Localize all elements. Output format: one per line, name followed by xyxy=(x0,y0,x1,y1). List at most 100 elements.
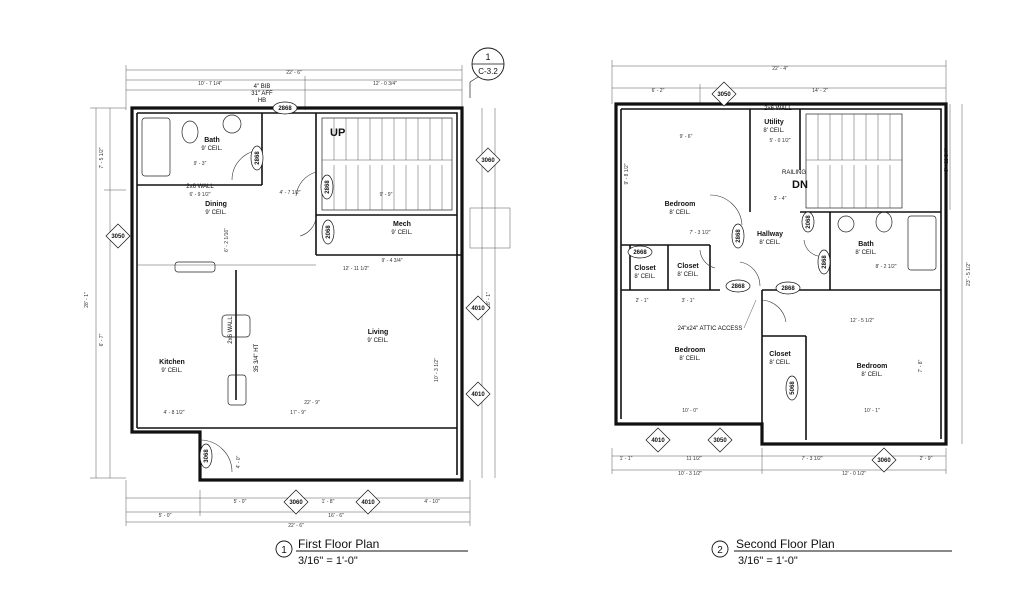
dim-2f-bed-sw-width: 10' - 0" xyxy=(682,408,698,414)
dining-table xyxy=(221,314,251,338)
second-floor-notes: 2x6 WALL RAILING 24"x24" ATTIC ACCESS xyxy=(678,106,807,332)
second-floor-doors xyxy=(699,194,819,323)
note-2f-attic-access: 24"x24" ATTIC ACCESS xyxy=(678,326,743,332)
room-2f-utility-name: Utility xyxy=(764,119,784,126)
dim-living-depth: 10' - 3 1/2" xyxy=(434,358,440,382)
tag-2f-door-c: 2868 xyxy=(725,279,751,293)
first-floor-title-text: First Floor Plan xyxy=(298,537,379,551)
room-2f-closet-a-ceiling: 8' CEIL. xyxy=(634,274,655,280)
dim-right-overall: 28' - 1" xyxy=(486,292,492,308)
kitchen-island xyxy=(174,261,216,273)
second-floor-exterior-walls xyxy=(614,102,948,446)
lavatory-2f xyxy=(837,215,855,233)
room-living-name: Living xyxy=(368,329,389,336)
note-bib: 4" BIB xyxy=(254,84,271,90)
callout-sheet: C-3.2 xyxy=(478,67,498,76)
room-living-ceiling: 9' CEIL. xyxy=(367,338,388,344)
dim-overall-bottom: 22' - 6" xyxy=(288,523,304,529)
svg-text:5068: 5068 xyxy=(790,381,796,395)
bathtub xyxy=(141,117,171,177)
dim-left-top: 7' - 5 1/2" xyxy=(99,147,105,168)
note-hb: HB xyxy=(258,98,266,104)
room-bath-ceiling: 9' CEIL. xyxy=(201,146,222,152)
second-floor-stair: DN xyxy=(792,113,903,209)
room-kitchen-ceiling: 9' CEIL. xyxy=(161,368,182,374)
first-floor-right-dimensions: 28' - 1" xyxy=(481,108,496,478)
svg-text:2868: 2868 xyxy=(822,255,828,269)
second-floor-bottom-dimensions: 1' - 1" 11 1/2" 7' - 3 1/2" 2' - 9" 10' … xyxy=(611,448,947,477)
room-2f-bedroom-nw-ceiling: 8' CEIL. xyxy=(669,210,690,216)
first-floor-fixtures xyxy=(141,114,511,406)
second-floor-room-labels: Bedroom 8' CEIL. Utility 8' CEIL. Hallwa… xyxy=(634,119,887,378)
dim-dining-depth: 6' - 2 1/16" xyxy=(224,228,230,252)
dim-2f-bottom-c: 7' - 3 1/2" xyxy=(801,456,822,462)
room-2f-hallway-name: Hallway xyxy=(757,231,783,238)
room-2f-closet-b-name: Closet xyxy=(677,263,699,270)
first-floor-tags: 2868 2868 2868 2068 3068 3050 xyxy=(105,101,501,515)
note-counter-height: 35 3/4" HT xyxy=(254,343,260,372)
tag-2f-door-e: 2868 xyxy=(817,249,831,275)
svg-text:2068: 2068 xyxy=(806,215,812,229)
second-floor-top-dimensions: 22' - 4" 6' - 2" 14' - 2" xyxy=(611,60,947,104)
tag-2f-door-a: 2668 xyxy=(627,245,653,259)
dim-left-overall: 28' - 1" xyxy=(84,292,90,308)
bathtub-2f xyxy=(907,215,937,271)
second-floor-tags: 3050 2668 2868 2868 2868 2868 xyxy=(627,81,897,473)
note-2x6-wall: 2x6 WALL xyxy=(186,184,214,190)
second-floor-title-text: Second Floor Plan xyxy=(736,537,835,551)
first-floor-top-dimensions: 22' - 6" 10' - 7 1/4" 12' - 0 3/4" xyxy=(125,65,463,110)
room-2f-closet-c-ceiling: 8' CEIL. xyxy=(769,360,790,366)
dim-top-right: 12' - 0 3/4" xyxy=(373,81,397,87)
stair-up-label: UP xyxy=(330,127,345,139)
dim-entry-depth: 4' - 0" xyxy=(236,455,242,468)
room-2f-hallway-ceiling: 8' CEIL. xyxy=(759,240,780,246)
dim-2f-overall-top: 22' - 4" xyxy=(772,66,788,72)
svg-text:2868: 2868 xyxy=(731,284,745,290)
dim-2f-bottom-right: 12' - 0 1/2" xyxy=(842,471,866,477)
first-floor-notes: 4" BIB 31" AFF HB 2x6 WALL 2x6 WALL 35 3… xyxy=(186,84,273,372)
svg-text:4010: 4010 xyxy=(471,306,485,312)
tag-2f-window-sw-2: 3050 xyxy=(707,427,733,453)
room-2f-bedroom-sw-ceiling: 8' CEIL. xyxy=(679,356,700,362)
tag-window-south-2: 4010 xyxy=(355,489,381,515)
tag-window-south-1: 3060 xyxy=(283,489,309,515)
tag-door-mech: 2868 xyxy=(320,174,334,200)
tag-door-stair: 2068 xyxy=(321,219,335,245)
room-2f-bedroom-se-name: Bedroom xyxy=(857,363,888,370)
tag-window-east-1: 4010 xyxy=(465,295,491,321)
svg-text:3060: 3060 xyxy=(877,458,891,464)
dim-2f-closet-depth-2: 3' - 1" xyxy=(682,298,695,304)
dim-top-left: 10' - 7 1/4" xyxy=(198,81,222,87)
dim-2f-hall-width: 7' - 3 1/2" xyxy=(689,230,710,236)
svg-text:3050: 3050 xyxy=(111,234,125,240)
svg-text:3050: 3050 xyxy=(717,92,731,98)
dim-living-width: 12' - 11 1/2" xyxy=(343,266,369,272)
dim-2f-bottom-a: 1' - 1" xyxy=(620,456,633,462)
callout-number: 1 xyxy=(485,52,490,62)
tag-2f-door-d: 2868 xyxy=(775,281,801,295)
dim-2f-top-left: 6' - 2" xyxy=(652,88,665,94)
dim-2f-bottom-d: 2' - 9" xyxy=(920,456,933,462)
room-2f-bath-ceiling: 8' CEIL. xyxy=(855,250,876,256)
dim-overall-top: 22' - 6" xyxy=(286,70,302,76)
tag-2f-window-se: 3060 xyxy=(871,447,897,473)
tag-door-top: 2868 xyxy=(272,101,298,115)
dim-2f-top-right: 14' - 2" xyxy=(812,88,828,94)
kitchen-appliance xyxy=(227,374,247,406)
svg-text:4010: 4010 xyxy=(471,392,485,398)
tag-2f-door-b: 2868 xyxy=(731,223,745,249)
second-floor-plan: 22' - 4" 6' - 2" 14' - 2" 23' - 5 1/2" 9… xyxy=(611,60,972,567)
dim-bottom-a: 5' - 0" xyxy=(234,499,247,505)
dim-2f-bottom-left: 10' - 3 1/2" xyxy=(678,471,702,477)
room-2f-bedroom-se-ceiling: 8' CEIL. xyxy=(861,372,882,378)
dim-2f-bottom-b: 11 1/2" xyxy=(686,456,702,462)
dim-mech-width: 9' - 4 3/4" xyxy=(381,258,402,264)
second-floor-right-dimensions: 23' - 5 1/2" 9' - 11 3/4" xyxy=(944,104,972,444)
svg-text:2668: 2668 xyxy=(633,250,647,256)
room-dining-name: Dining xyxy=(205,201,227,208)
dim-kitchen-depth: 4' - 8 1/2" xyxy=(163,410,184,416)
dim-bath-depth: 9' - 3" xyxy=(194,161,207,167)
dim-bath-width: 6' - 9 1/2" xyxy=(189,192,210,198)
room-dining-ceiling: 9' CEIL. xyxy=(205,210,226,216)
svg-text:3050: 3050 xyxy=(713,438,727,444)
